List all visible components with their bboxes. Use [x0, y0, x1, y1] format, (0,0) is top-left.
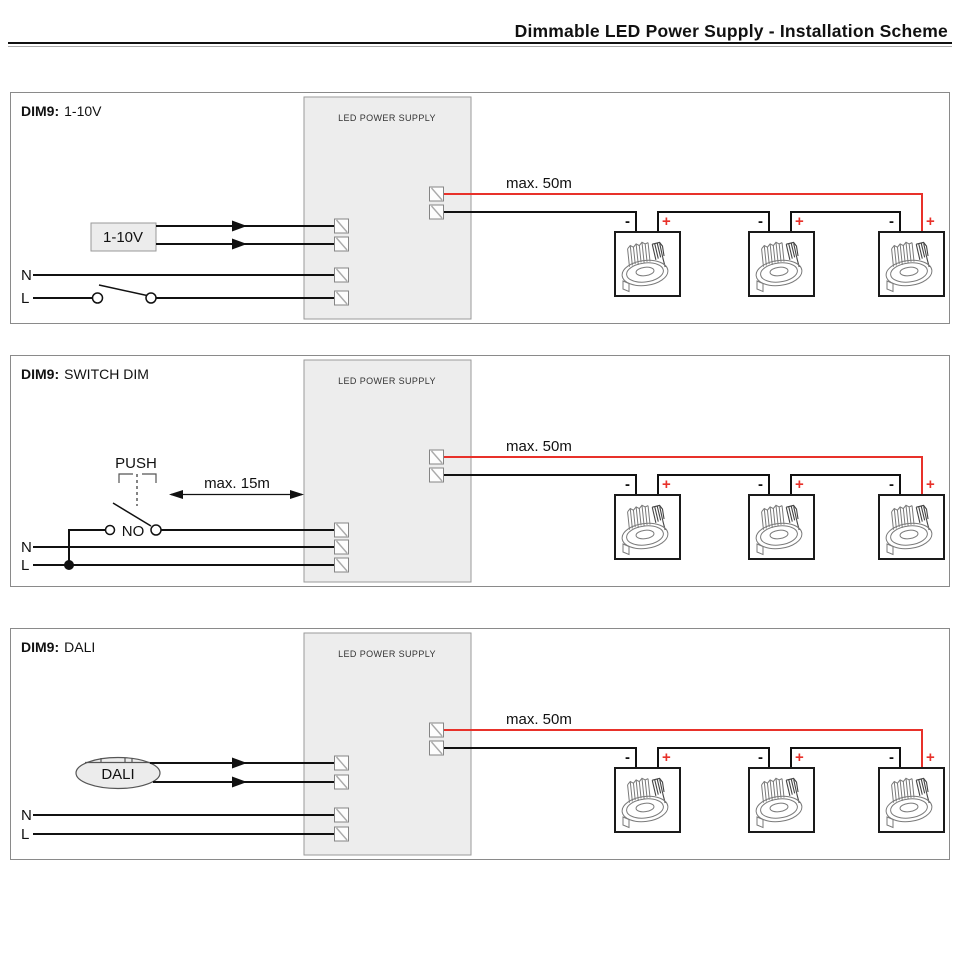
line-label: L	[21, 826, 29, 843]
title-rule-shadow	[8, 46, 952, 47]
negative-wire	[444, 474, 901, 494]
dali-label: DALI	[101, 766, 134, 783]
terminal-minus-label: -	[625, 749, 630, 766]
terminal-icon	[333, 267, 350, 283]
line-label: L	[21, 290, 29, 307]
negative-wire	[444, 747, 901, 767]
terminal-plus-label: +	[926, 476, 935, 493]
arrow-left-icon	[169, 490, 183, 499]
terminal-minus-label: -	[758, 476, 763, 493]
terminal-icon	[428, 722, 445, 738]
terminal-plus-label: +	[795, 749, 804, 766]
negative-wire	[444, 211, 901, 231]
led-power-supply-label: LED POWER SUPPLY	[338, 376, 436, 386]
line-switch-icon	[33, 284, 334, 304]
led-power-supply-box	[303, 359, 472, 583]
neutral-label: N	[21, 807, 32, 824]
terminal-minus-label: -	[889, 749, 894, 766]
arrow-right-icon	[290, 490, 304, 499]
led-downlight-icon	[878, 231, 945, 297]
push-bracket-icon	[118, 473, 157, 483]
led-downlight-icon	[748, 494, 815, 560]
panel-dim9-dali: DIM9:DALI LED POWER SUPPLY DALI N L max.…	[10, 628, 950, 860]
dim-controller-label: 1-10V	[103, 229, 143, 246]
push-label: PUSH	[115, 455, 157, 472]
terminal-icon	[428, 467, 445, 483]
led-power-supply-label: LED POWER SUPPLY	[338, 113, 436, 123]
terminal-icon	[333, 755, 350, 771]
arrow-right-icon	[232, 757, 247, 769]
led-downlight-icon	[748, 231, 815, 297]
dim-signal-wires	[156, 220, 334, 250]
push-switch-icon	[64, 502, 334, 570]
page-title: Dimmable LED Power Supply - Installation…	[514, 21, 948, 41]
led-run-length-label: max. 50m	[506, 438, 572, 455]
terminal-minus-label: -	[758, 213, 763, 230]
neutral-label: N	[21, 539, 32, 556]
led-power-supply-label: LED POWER SUPPLY	[338, 649, 436, 659]
panel-label: DIM9:SWITCH DIM	[21, 366, 149, 382]
terminal-icon	[333, 774, 350, 790]
terminal-icon	[333, 522, 350, 538]
terminal-icon	[428, 186, 445, 202]
panel-label: DIM9:1-10V	[21, 103, 102, 119]
led-power-supply-box	[303, 632, 472, 856]
panel-dim9-switch-dim: DIM9:SWITCH DIM LED POWER SUPPLY PUSH NO…	[10, 355, 950, 587]
arrow-right-icon	[232, 238, 247, 250]
terminal-plus-label: +	[795, 476, 804, 493]
terminal-plus-label: +	[662, 213, 671, 230]
terminal-minus-label: -	[889, 476, 894, 493]
control-distance-label: max. 15m	[204, 475, 270, 492]
positive-wire	[444, 456, 923, 494]
arrow-right-icon	[232, 220, 247, 232]
contact-label: NO	[122, 523, 145, 540]
dim-controller-box	[90, 222, 157, 252]
led-run-length-label: max. 50m	[506, 711, 572, 728]
terminal-minus-label: -	[758, 749, 763, 766]
led-run-length-label: max. 50m	[506, 175, 572, 192]
terminal-icon	[333, 807, 350, 823]
line-label: L	[21, 557, 29, 574]
control-distance-arrow	[169, 490, 304, 499]
terminal-minus-label: -	[889, 213, 894, 230]
terminal-icon	[428, 740, 445, 756]
terminal-minus-label: -	[625, 213, 630, 230]
terminal-icon	[428, 204, 445, 220]
dali-bus-icon	[75, 756, 161, 790]
led-downlight-icon	[614, 494, 681, 560]
dali-signal-wires	[150, 757, 334, 788]
terminal-minus-label: -	[625, 476, 630, 493]
led-downlight-icon	[614, 231, 681, 297]
terminal-plus-label: +	[662, 749, 671, 766]
positive-wire	[444, 193, 923, 231]
neutral-label: N	[21, 267, 32, 284]
terminal-icon	[428, 449, 445, 465]
terminal-plus-label: +	[795, 213, 804, 230]
terminal-icon	[333, 539, 350, 555]
panel-dim9-1-10v: DIM9:1-10V LED POWER SUPPLY 1-10V N L ma…	[10, 92, 950, 324]
terminal-icon	[333, 236, 350, 252]
led-downlight-icon	[614, 767, 681, 833]
terminal-icon	[333, 290, 350, 306]
led-power-supply-box	[303, 96, 472, 320]
terminal-plus-label: +	[926, 749, 935, 766]
terminal-plus-label: +	[662, 476, 671, 493]
terminal-icon	[333, 826, 350, 842]
led-downlight-icon	[748, 767, 815, 833]
terminal-icon	[333, 218, 350, 234]
title-rule	[8, 42, 952, 44]
led-downlight-icon	[878, 494, 945, 560]
terminal-icon	[333, 557, 350, 573]
positive-wire	[444, 729, 923, 767]
arrow-right-icon	[232, 776, 247, 788]
terminal-plus-label: +	[926, 213, 935, 230]
led-downlight-icon	[878, 767, 945, 833]
panel-label: DIM9:DALI	[21, 639, 95, 655]
